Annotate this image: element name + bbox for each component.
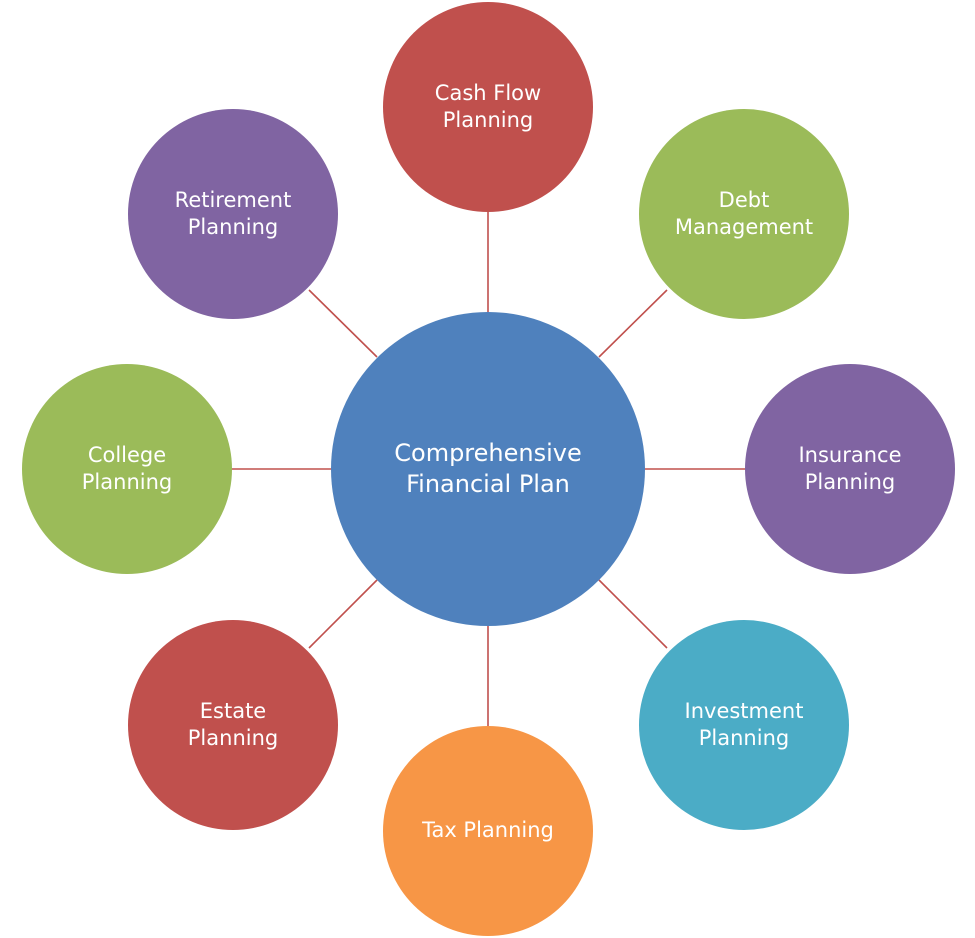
connector-investment: [598, 579, 668, 649]
node-estate-planning: Estate Planning: [128, 620, 338, 830]
node-label: College Planning: [81, 442, 173, 494]
node-label: Tax Planning: [422, 818, 554, 843]
node-retirement-planning: Retirement Planning: [128, 109, 338, 319]
node-debt-management: Debt Management: [639, 109, 849, 319]
node-label: Debt Management: [674, 187, 814, 239]
node-label: Cash Flow Planning: [434, 80, 542, 132]
node-label: Investment Planning: [684, 698, 804, 750]
node-label: Estate Planning: [187, 698, 279, 750]
node-insurance-planning: Insurance Planning: [745, 364, 955, 574]
node-investment-planning: Investment Planning: [639, 620, 849, 830]
node-cash-flow-planning: Cash Flow Planning: [383, 2, 593, 212]
connector-debt: [598, 289, 668, 358]
node-tax-planning: Tax Planning: [383, 726, 593, 936]
center-node-comprehensive-financial-plan: Comprehensive Financial Plan: [331, 312, 645, 626]
connector-retirement: [308, 289, 378, 358]
connector-estate: [308, 579, 378, 649]
node-label: Insurance Planning: [798, 442, 902, 494]
node-college-planning: College Planning: [22, 364, 232, 574]
center-node-label: Comprehensive Financial Plan: [394, 438, 582, 498]
node-label: Retirement Planning: [174, 187, 292, 239]
